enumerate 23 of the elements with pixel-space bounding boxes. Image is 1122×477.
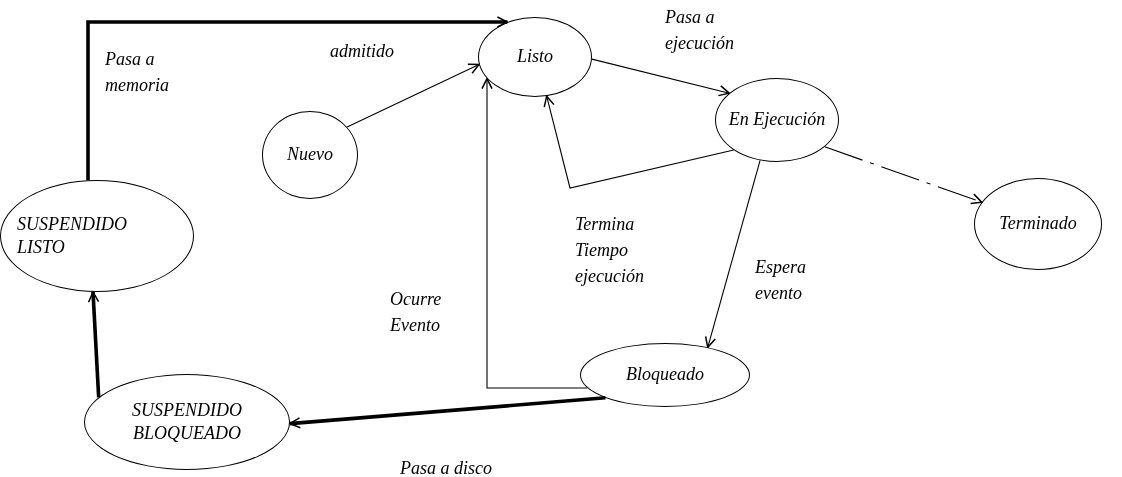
arrow bbox=[591, 58, 731, 97]
edge-label: Ocurre Evento bbox=[390, 288, 443, 338]
arrow bbox=[704, 159, 761, 349]
edge-label: admitido bbox=[330, 40, 395, 63]
arrow bbox=[86, 16, 509, 181]
state-label: Nuevo bbox=[286, 143, 334, 167]
arrow bbox=[289, 396, 606, 429]
edge-label: Espera evento bbox=[755, 256, 807, 306]
edge-label: Pasa a memoria bbox=[105, 48, 170, 98]
state-label: Bloqueado bbox=[625, 363, 705, 387]
arrow bbox=[346, 63, 480, 128]
arrow bbox=[481, 77, 588, 389]
arrow bbox=[543, 95, 735, 189]
arrow bbox=[87, 291, 101, 398]
state-label: SUSPENDIDO LISTO bbox=[17, 212, 128, 259]
state-label: Listo bbox=[516, 45, 554, 69]
edge-label: Termina Tiempo ejecución bbox=[575, 213, 645, 289]
arrow bbox=[824, 146, 983, 205]
state-label: SUSPENDIDO BLOQUEADO bbox=[131, 398, 243, 445]
edge-label: Pasa a disco bbox=[400, 457, 493, 477]
state-label: En Ejecución bbox=[727, 108, 827, 132]
edge-label: Pasa a ejecución bbox=[665, 6, 735, 56]
state-label: Terminado bbox=[998, 212, 1078, 236]
